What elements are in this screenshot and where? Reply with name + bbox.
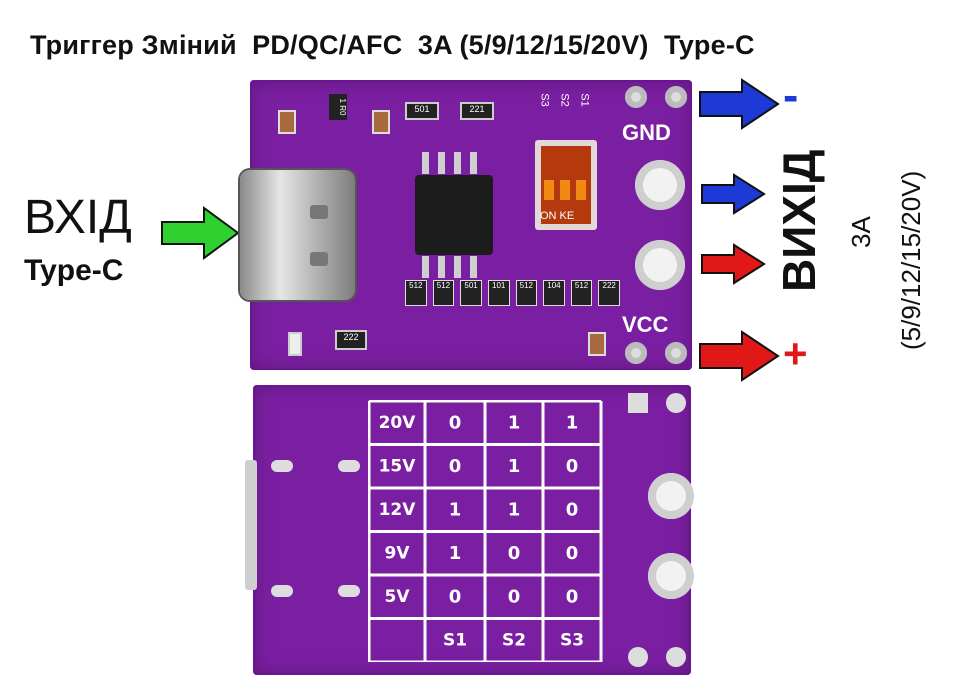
resistor: 501	[405, 102, 439, 120]
table-value-cell: 0	[449, 586, 462, 607]
table-value-cell: 0	[566, 456, 579, 477]
gnd-label: GND	[622, 120, 671, 145]
plus-sign: +	[783, 330, 808, 377]
dip-switch[interactable]	[535, 140, 597, 230]
round-pad	[666, 393, 686, 413]
round-pad	[666, 647, 686, 667]
table-column-header: S2	[502, 630, 526, 650]
resistor: 512	[515, 280, 538, 306]
small-chip: 222	[335, 330, 367, 350]
output-voltages: (5/9/12/15/20V)	[896, 170, 926, 350]
table-value-cell: 1	[508, 456, 521, 477]
output-hole	[648, 553, 694, 599]
table-value-cell: 1	[508, 412, 521, 433]
resistor: 221	[460, 102, 494, 120]
capacitor	[372, 110, 390, 134]
table-column-header: S3	[560, 630, 584, 650]
switch-number-s3: S3	[538, 93, 551, 107]
pad-oval	[338, 585, 360, 597]
resistor: 104	[543, 280, 565, 306]
capacitor	[588, 332, 606, 356]
square-pad	[628, 393, 648, 413]
table-voltage-cell: 5V	[385, 587, 411, 607]
gnd-pad	[665, 86, 687, 108]
capacitor	[278, 110, 296, 134]
resistor: 512	[432, 280, 455, 306]
input-sublabel: Type-C	[24, 254, 124, 287]
pad-oval	[271, 460, 293, 472]
diode: 1 R0	[329, 94, 347, 120]
vcc-label: VCC	[622, 312, 669, 337]
output-hole	[648, 473, 694, 519]
table-value-cell: 1	[508, 499, 521, 520]
led	[288, 332, 302, 356]
table-value-cell: 0	[566, 543, 579, 564]
usb-c-port	[240, 170, 355, 300]
pcb-top-side: ON KE S3 S2 S1 501 221 512 512 501 101 5…	[240, 80, 692, 370]
page-title: Триггер Зміний PD/QC/AFC 3A (5/9/12/15/2…	[30, 30, 755, 60]
input-arrow-icon	[161, 206, 240, 260]
switch-number-s1: S1	[578, 93, 591, 107]
resistor: 512	[405, 280, 427, 306]
minus-arrow-icon	[699, 78, 780, 130]
plus-arrow-icon	[699, 330, 780, 382]
table-value-cell: 1	[566, 412, 579, 433]
resistor-row: 512 512 501 101 512 104 512 222	[405, 280, 620, 306]
resistor: 512	[570, 280, 593, 306]
table-value-cell: 0	[508, 586, 521, 607]
dip-switch-text: ON KE	[540, 210, 575, 222]
table-value-cell: 0	[566, 586, 579, 607]
pad-oval	[271, 585, 293, 597]
switch-number-s2: S2	[558, 93, 571, 107]
table-voltage-cell: 20V	[379, 413, 417, 433]
table-value-cell: 1	[449, 543, 462, 564]
gnd-pad	[625, 86, 647, 108]
table-value-cell: 1	[449, 499, 462, 520]
resistor: 222	[598, 280, 620, 306]
table-value-cell: 0	[566, 499, 579, 520]
table-voltage-cell: 15V	[379, 456, 417, 476]
output-label: ВИХІД	[773, 149, 825, 292]
table-value-cell: 0	[508, 543, 521, 564]
table-voltage-cell: 9V	[385, 543, 411, 563]
output-hole	[635, 240, 685, 290]
vcc-pad	[625, 342, 647, 364]
chip-pins	[422, 152, 477, 278]
vcc-pad	[665, 342, 687, 364]
gnd-output-arrow-icon	[701, 173, 766, 215]
input-label: ВХІД	[24, 191, 132, 244]
table-voltage-cell: 12V	[379, 500, 417, 520]
controller-chip	[415, 175, 493, 255]
pad-oval	[338, 460, 360, 472]
table-value-cell: 0	[449, 456, 462, 477]
output-hole	[635, 160, 685, 210]
table-column-header: S1	[443, 630, 467, 650]
output-current: 3A	[846, 216, 876, 248]
table-value-cell: 0	[449, 412, 462, 433]
resistor: 501	[460, 280, 482, 306]
resistor: 101	[487, 280, 510, 306]
round-pad	[628, 647, 648, 667]
usb-c-edge	[245, 460, 257, 590]
minus-sign: -	[783, 69, 799, 121]
voltage-selection-table: 20V 0 1 1 15V 0 1 0 12V 1 1 0 9V 1 0 0 5V 0 0 0S1 S2 S3	[368, 400, 603, 662]
vcc-output-arrow-icon	[701, 243, 766, 285]
